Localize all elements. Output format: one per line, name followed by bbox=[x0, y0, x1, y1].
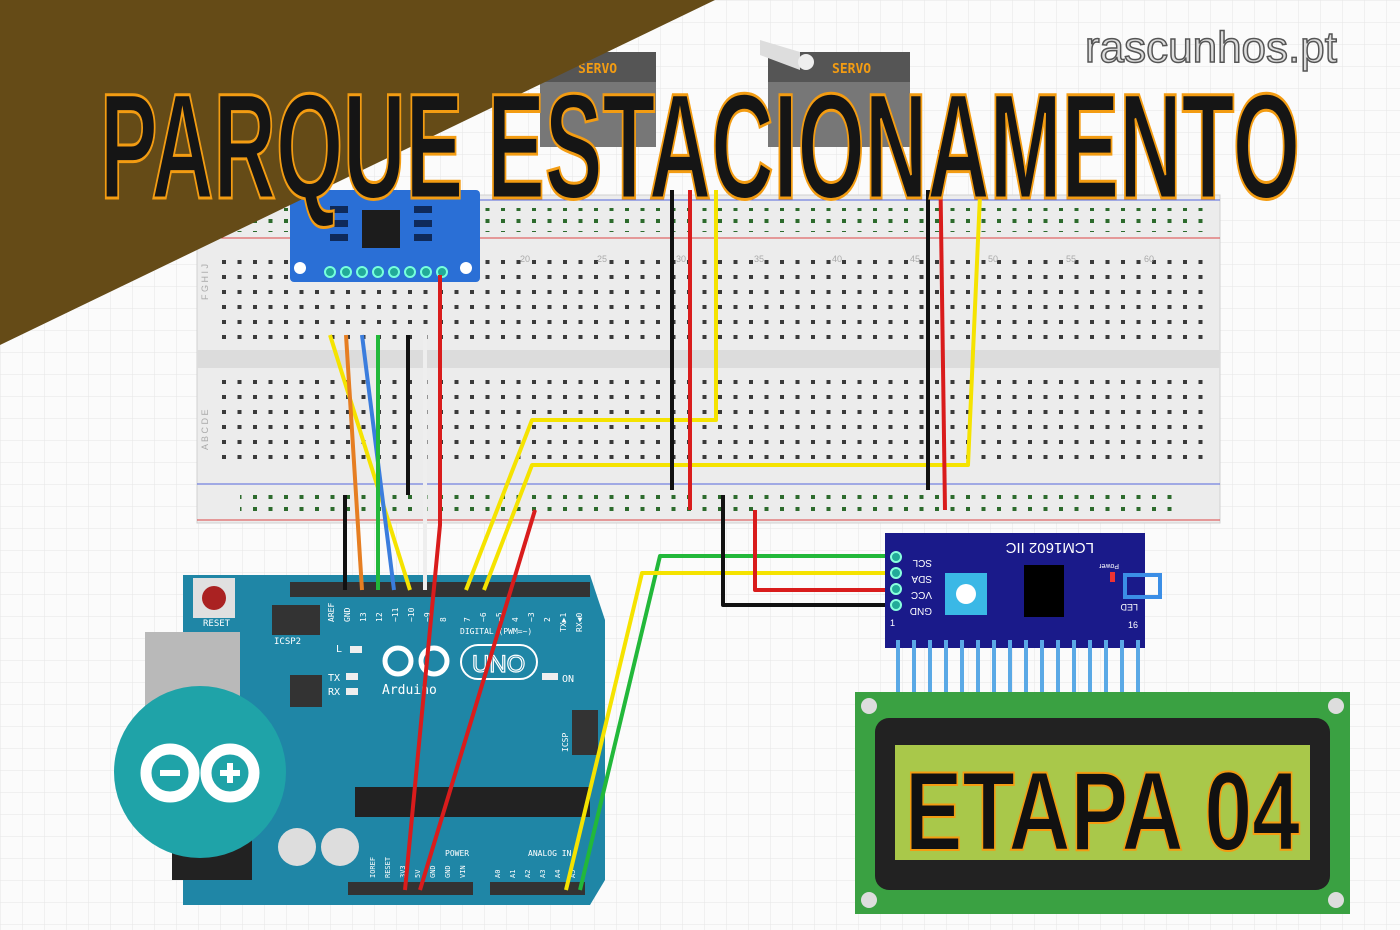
column-number: 25 bbox=[597, 254, 607, 264]
stage-label: ETAPA 04 bbox=[905, 749, 1300, 874]
arduino-uno-board: RESET ICSP2 AREF GND 13 12 ~11 ~10 ~9 8 … bbox=[145, 575, 605, 905]
pin-label: ~11 bbox=[391, 607, 400, 622]
pin-label: SDA bbox=[911, 573, 932, 584]
pin-label: GND bbox=[343, 607, 352, 622]
pin-label: IOREF bbox=[369, 857, 377, 878]
pin-label: RX◀0 bbox=[575, 613, 584, 632]
servo-2: SERVO bbox=[760, 40, 910, 147]
pin-label: RESET bbox=[384, 856, 392, 878]
led-l-label: L bbox=[336, 644, 342, 655]
pin-label: 7 bbox=[463, 617, 472, 622]
column-number: 55 bbox=[1066, 254, 1076, 264]
digital-label: DIGITAL (PWM=~) bbox=[460, 627, 532, 636]
column-number: 50 bbox=[988, 254, 998, 264]
power-label: POWER bbox=[445, 849, 469, 858]
pin-label: ~9 bbox=[423, 612, 432, 622]
led-rx-label: RX bbox=[328, 687, 340, 698]
pin-label: A0 bbox=[494, 870, 502, 878]
pin-label: A4 bbox=[554, 870, 562, 878]
row-letters: F G H I J bbox=[200, 264, 210, 300]
servo-label: SERVO bbox=[578, 62, 617, 77]
wires bbox=[328, 149, 982, 891]
pin-label: GND bbox=[444, 865, 452, 878]
pin-label: 5V bbox=[414, 869, 422, 878]
arduino-infinity-logo bbox=[382, 645, 450, 677]
uno-label: UNO bbox=[472, 651, 525, 678]
lcm1602-i2c-module: LCM1602 IIC GND VCC SDA SCL Power LED 1 … bbox=[885, 533, 1162, 700]
pin-label: ~5 bbox=[495, 612, 504, 622]
pin-label: SCL bbox=[912, 557, 932, 568]
digital-header bbox=[290, 582, 590, 597]
module-title: LCM1602 IIC bbox=[1005, 539, 1094, 556]
sensor-module bbox=[290, 190, 480, 282]
pin-label: 12 bbox=[375, 612, 384, 622]
servo-label: SERVO bbox=[832, 62, 871, 77]
column-number: 35 bbox=[754, 254, 764, 264]
watermark: rascunhos.pt bbox=[1085, 23, 1337, 72]
icsp-label: ICSP bbox=[561, 733, 570, 752]
pin-label: A1 bbox=[509, 870, 517, 878]
microcontroller-chip bbox=[355, 787, 590, 817]
arduino-brand: Arduino bbox=[382, 683, 437, 698]
led-on-label: ON bbox=[562, 674, 574, 685]
icsp2-label: ICSP2 bbox=[274, 637, 301, 647]
pin-label: VCC bbox=[911, 589, 932, 600]
column-number: 30 bbox=[676, 254, 686, 264]
pin-label: GND bbox=[429, 865, 437, 878]
pin-label: 3V3 bbox=[399, 865, 407, 878]
pin-label: AREF bbox=[327, 603, 336, 622]
pin-label: TX▶1 bbox=[559, 613, 568, 632]
column-number: 20 bbox=[520, 254, 530, 264]
column-number: 40 bbox=[832, 254, 842, 264]
page-title: PARQUE ESTACIONAMENTO bbox=[100, 62, 1300, 230]
pin-first-label: 1 bbox=[890, 618, 895, 628]
led-label: LED bbox=[1120, 602, 1138, 612]
power-label: Power bbox=[1098, 562, 1119, 569]
analog-label: ANALOG IN bbox=[528, 849, 572, 858]
arduino-logo-badge bbox=[114, 686, 286, 858]
reset-label: RESET bbox=[203, 619, 231, 629]
pin-label: ~6 bbox=[479, 612, 488, 622]
pin-label: ~10 bbox=[407, 607, 416, 622]
column-number: 60 bbox=[1144, 254, 1154, 264]
pin-label: A3 bbox=[539, 870, 547, 878]
pin-last-label: 16 bbox=[1128, 620, 1138, 630]
pin-label: A2 bbox=[524, 870, 532, 878]
pin-label: A5 bbox=[569, 870, 577, 878]
led-tx-label: TX bbox=[328, 673, 340, 684]
pin-label: VIN bbox=[459, 865, 467, 878]
pin-label: 8 bbox=[439, 617, 448, 622]
pin-label: 13 bbox=[359, 612, 368, 622]
pin-label: 4 bbox=[511, 617, 520, 622]
title-banner bbox=[0, 0, 715, 345]
pin-label: ~3 bbox=[527, 612, 536, 622]
pin-label: GND bbox=[910, 605, 932, 616]
pin-label: 2 bbox=[543, 617, 552, 622]
column-number: 45 bbox=[910, 254, 920, 264]
servo-horn-icon bbox=[760, 40, 800, 70]
row-letters: A B C D E bbox=[200, 409, 210, 450]
lcd-16x2-display: ETAPA 04 bbox=[855, 692, 1350, 914]
